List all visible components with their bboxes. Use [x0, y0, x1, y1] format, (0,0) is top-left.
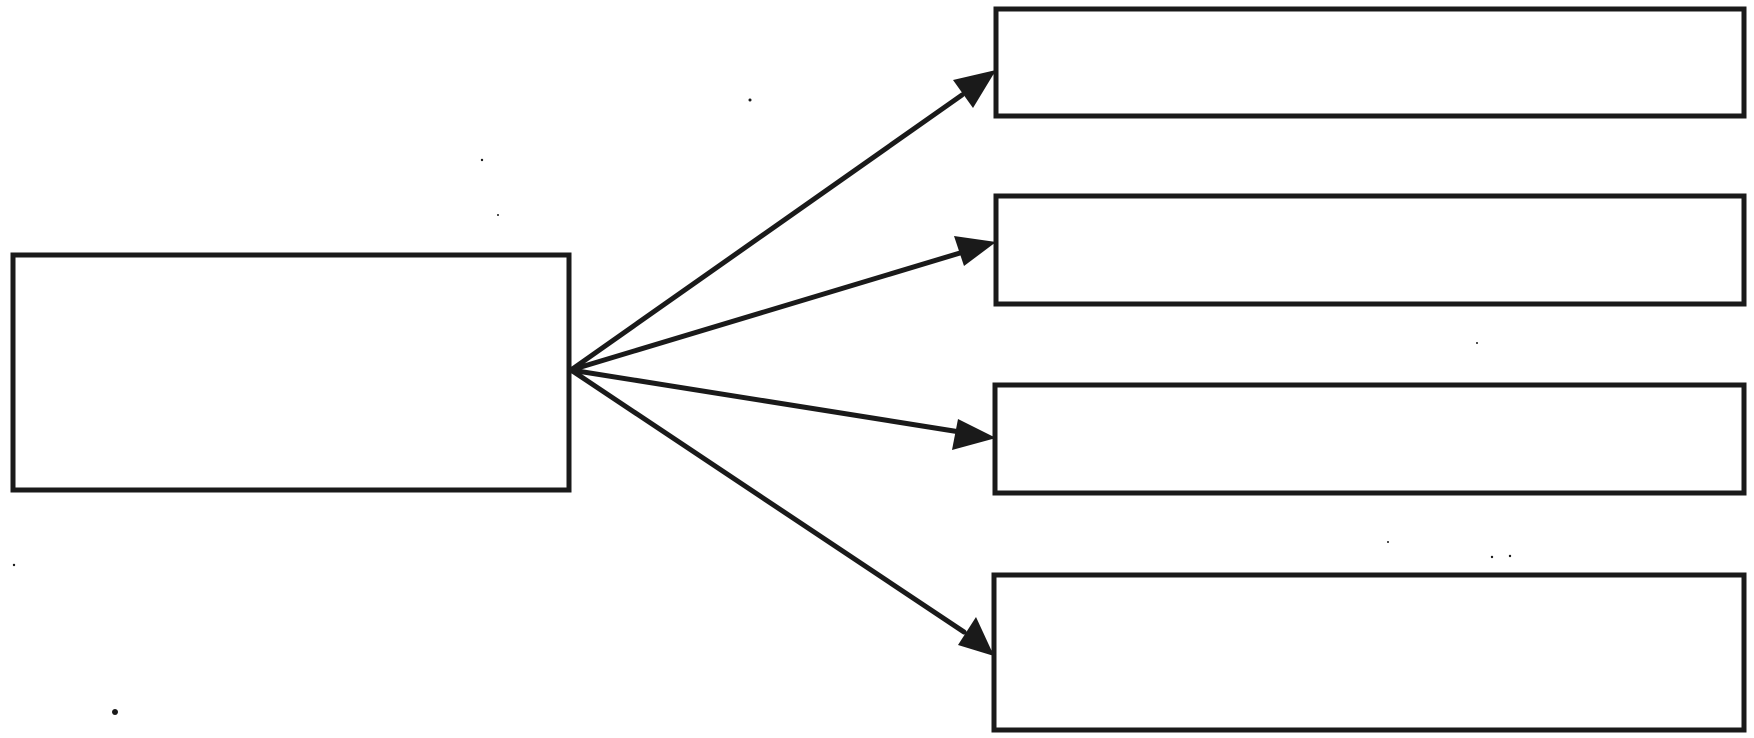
- arrow-to-target-4: [568, 367, 994, 656]
- target-box-1-frame: [993, 6, 1747, 119]
- target-box-4-frame: [991, 572, 1747, 733]
- speck: [1508, 554, 1512, 558]
- arrow-4-head: [958, 617, 994, 656]
- source-box: [10, 252, 572, 493]
- speck: [12, 563, 16, 567]
- speck: [480, 158, 484, 162]
- arrow-1-head: [953, 70, 996, 108]
- speck: [112, 709, 118, 715]
- arrow-3-head: [952, 419, 996, 450]
- source-box-frame: [10, 252, 572, 493]
- arrow-2-head: [954, 236, 996, 266]
- speck: [1476, 342, 1478, 344]
- arrow-4-shaft: [568, 367, 967, 635]
- arrow-2-shaft: [568, 250, 963, 373]
- speck: [1490, 555, 1494, 559]
- speck: [748, 98, 752, 102]
- arrow-1-shaft: [568, 92, 965, 373]
- arrow-3-shaft: [568, 367, 963, 435]
- target-box-3: [992, 382, 1747, 496]
- scan-specks: [12, 98, 1512, 715]
- target-box-2-frame: [993, 193, 1747, 307]
- target-box-4: [991, 572, 1747, 733]
- target-box-3-frame: [992, 382, 1747, 496]
- target-box-2: [993, 193, 1747, 307]
- arrow-to-target-3: [568, 367, 996, 450]
- arrow-to-target-1: [568, 70, 996, 373]
- target-box-1: [993, 6, 1747, 119]
- speck: [497, 214, 499, 216]
- speck: [1387, 541, 1389, 543]
- arrow-to-target-2: [568, 236, 996, 373]
